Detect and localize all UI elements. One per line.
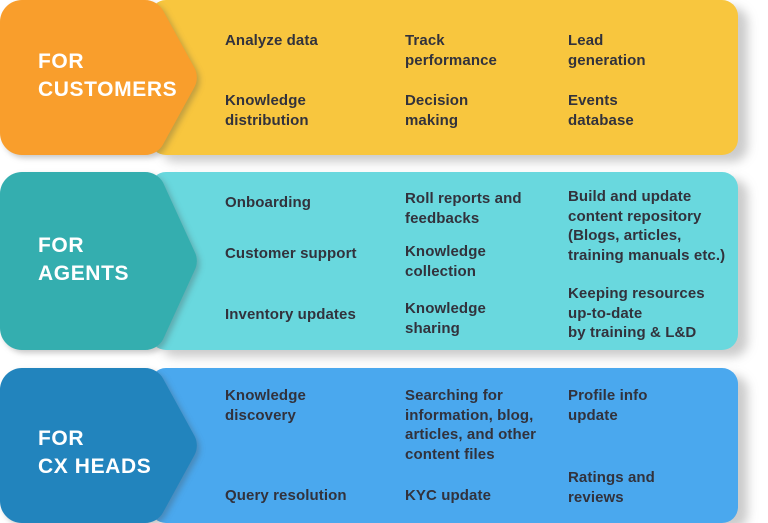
item-lead-generation: Lead generation bbox=[568, 32, 646, 69]
arrow-shape-customers-icon bbox=[0, 0, 197, 155]
item-profile-info-update: Profile info update bbox=[568, 387, 648, 424]
band-background-agents bbox=[150, 172, 738, 350]
band-background-cx-heads bbox=[150, 368, 738, 523]
band-label-for-cx-heads: FOR CX HEADS bbox=[38, 427, 152, 479]
arrow-shape-agents-icon bbox=[0, 172, 197, 350]
item-knowledge-distribution: Knowledge distribution bbox=[225, 92, 309, 129]
item-roll-reports-feedbacks: Roll reports and feedbacks bbox=[405, 190, 522, 227]
item-events-database: Events database bbox=[568, 92, 634, 129]
item-knowledge-sharing: Knowledge sharing bbox=[405, 300, 486, 337]
item-knowledge-discovery: Knowledge discovery bbox=[225, 387, 306, 424]
band-for-agents: FOR AGENTS Onboarding Customer support I… bbox=[0, 172, 768, 350]
item-ratings-reviews: Ratings and reviews bbox=[568, 469, 655, 506]
item-decision-making: Decision making bbox=[405, 92, 469, 129]
item-customer-support: Customer support bbox=[225, 245, 357, 262]
band-background-customers bbox=[150, 0, 738, 155]
item-analyze-data: Analyze data bbox=[225, 32, 318, 49]
item-query-resolution: Query resolution bbox=[225, 487, 347, 504]
band-for-customers: FOR CUSTOMERS Analyze data Track perform… bbox=[0, 0, 768, 155]
arrow-shape-cx-heads-icon bbox=[0, 368, 197, 523]
band-label-for-customers: FOR CUSTOMERS bbox=[38, 50, 178, 102]
band-for-cx-heads: FOR CX HEADS Knowledge discovery Query r… bbox=[0, 368, 768, 523]
item-track-performance: Track performance bbox=[405, 32, 497, 69]
item-onboarding: Onboarding bbox=[225, 194, 311, 211]
band-label-for-agents: FOR AGENTS bbox=[38, 234, 130, 286]
item-searching-information: Searching for information, blog, article… bbox=[405, 387, 537, 463]
item-kyc-update: KYC update bbox=[405, 487, 492, 504]
item-keeping-resources: Keeping resources up-to-date by training… bbox=[568, 285, 705, 341]
item-content-repository: Build and update content repository (Blo… bbox=[568, 188, 726, 264]
item-knowledge-collection: Knowledge collection bbox=[405, 243, 486, 280]
item-inventory-updates: Inventory updates bbox=[225, 306, 356, 323]
